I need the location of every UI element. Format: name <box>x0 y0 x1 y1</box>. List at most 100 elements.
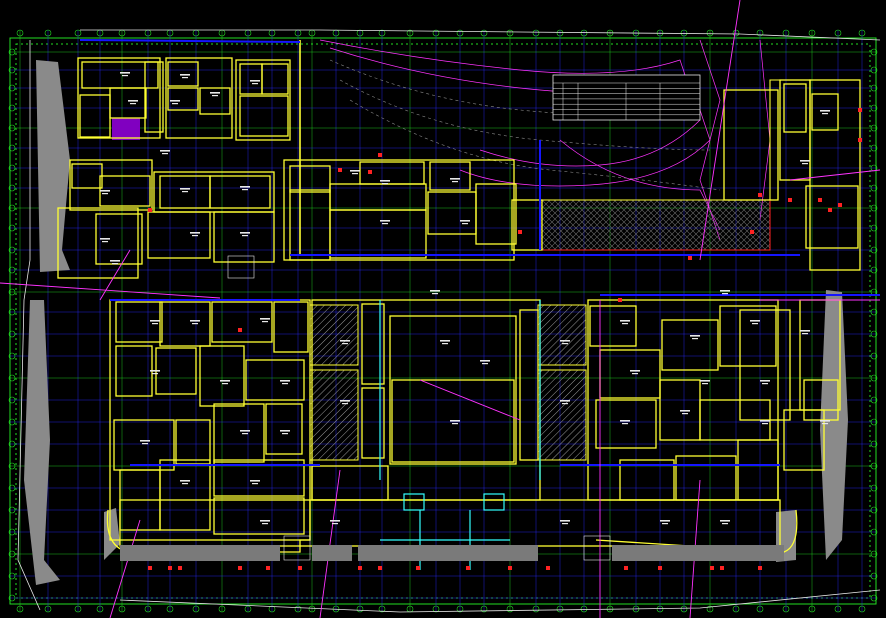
room-label <box>240 186 250 188</box>
axis-bubble <box>8 594 16 602</box>
red-fitting <box>624 566 628 570</box>
room-label <box>660 520 670 522</box>
room-label <box>452 181 458 183</box>
wall <box>115 301 163 343</box>
room-label <box>160 150 170 152</box>
axis-bubble <box>732 605 740 613</box>
wall <box>213 497 305 535</box>
axis-bubble <box>870 224 878 232</box>
axis-bubble <box>480 29 488 37</box>
axis-bubble <box>96 605 104 613</box>
room-label <box>260 318 270 320</box>
axis-bubble <box>8 266 16 274</box>
axis-bubble <box>834 29 842 37</box>
red-fitting <box>758 566 762 570</box>
axis-bubble <box>166 605 174 613</box>
axis-bubble <box>858 29 866 37</box>
red-fitting <box>148 566 152 570</box>
wall <box>589 305 637 347</box>
axis-bubble <box>8 204 16 212</box>
axis-bubble <box>506 29 514 37</box>
room-label <box>562 403 568 405</box>
room-label <box>822 113 828 115</box>
axis-bubble <box>808 29 816 37</box>
wall <box>391 379 515 463</box>
room-label <box>262 523 268 525</box>
room-label <box>252 483 258 485</box>
axis-bubble <box>8 440 16 448</box>
axis-bubble <box>858 605 866 613</box>
room-label <box>172 103 178 105</box>
red-fitting <box>238 328 242 332</box>
room-label <box>280 380 290 382</box>
room-label <box>380 180 390 182</box>
wall <box>511 199 543 251</box>
contour-lines-dashed <box>329 59 721 191</box>
room-label <box>440 340 450 342</box>
room-label <box>622 323 628 325</box>
axis-bubble <box>732 29 740 37</box>
column-grid <box>8 29 878 613</box>
room-label <box>342 343 348 345</box>
axis-bubble <box>432 605 440 613</box>
axis-bubble <box>432 29 440 37</box>
room-label <box>162 153 168 155</box>
red-fitting <box>818 198 822 202</box>
wall <box>283 159 515 261</box>
wall <box>273 301 309 353</box>
building-walls <box>57 40 861 553</box>
room-label <box>152 323 158 325</box>
wall-outline <box>106 500 311 553</box>
axis-bubble <box>456 29 464 37</box>
axis-bubble <box>870 204 878 212</box>
service-lines <box>79 39 880 466</box>
axis-bubble <box>808 605 816 613</box>
room-label <box>242 189 248 191</box>
wall <box>389 315 517 465</box>
room-label <box>190 320 200 322</box>
room-label <box>432 293 438 295</box>
wall <box>783 83 807 133</box>
axis-bubble <box>74 29 82 37</box>
red-fittings <box>148 108 862 570</box>
axis-bubble <box>378 29 386 37</box>
room-label <box>430 290 440 292</box>
red-fitting <box>688 256 692 260</box>
axis-bubble <box>870 48 878 56</box>
red-fitting <box>466 566 470 570</box>
wall-outline <box>595 509 798 553</box>
room-label <box>802 333 808 335</box>
room-label <box>182 483 188 485</box>
room-label <box>620 320 630 322</box>
red-fitting <box>750 230 754 234</box>
axis-bubble <box>756 605 764 613</box>
wall <box>95 213 143 265</box>
axis-bubble <box>8 224 16 232</box>
room-label <box>242 235 248 237</box>
axis-bubble <box>8 330 16 338</box>
stair-symbols <box>227 255 611 561</box>
red-fitting <box>298 566 302 570</box>
axis-bubble <box>870 594 878 602</box>
room-label <box>382 183 388 185</box>
axis-bubble <box>870 572 878 580</box>
room-label <box>560 400 570 402</box>
room-label <box>720 290 730 292</box>
red-fitting <box>546 566 550 570</box>
axis-bubble <box>870 144 878 152</box>
axis-bubble <box>268 605 276 613</box>
room-label <box>100 238 110 240</box>
axis-bubble <box>244 605 252 613</box>
red-fitting <box>828 208 832 212</box>
wall <box>144 61 164 133</box>
room-label <box>722 523 728 525</box>
axis-bubble <box>834 605 842 613</box>
wall <box>265 403 303 455</box>
red-fitting <box>416 566 420 570</box>
room-label <box>800 330 810 332</box>
axis-bubble <box>706 605 714 613</box>
red-fitting <box>858 108 862 112</box>
room-label <box>762 423 768 425</box>
wall <box>261 63 289 95</box>
